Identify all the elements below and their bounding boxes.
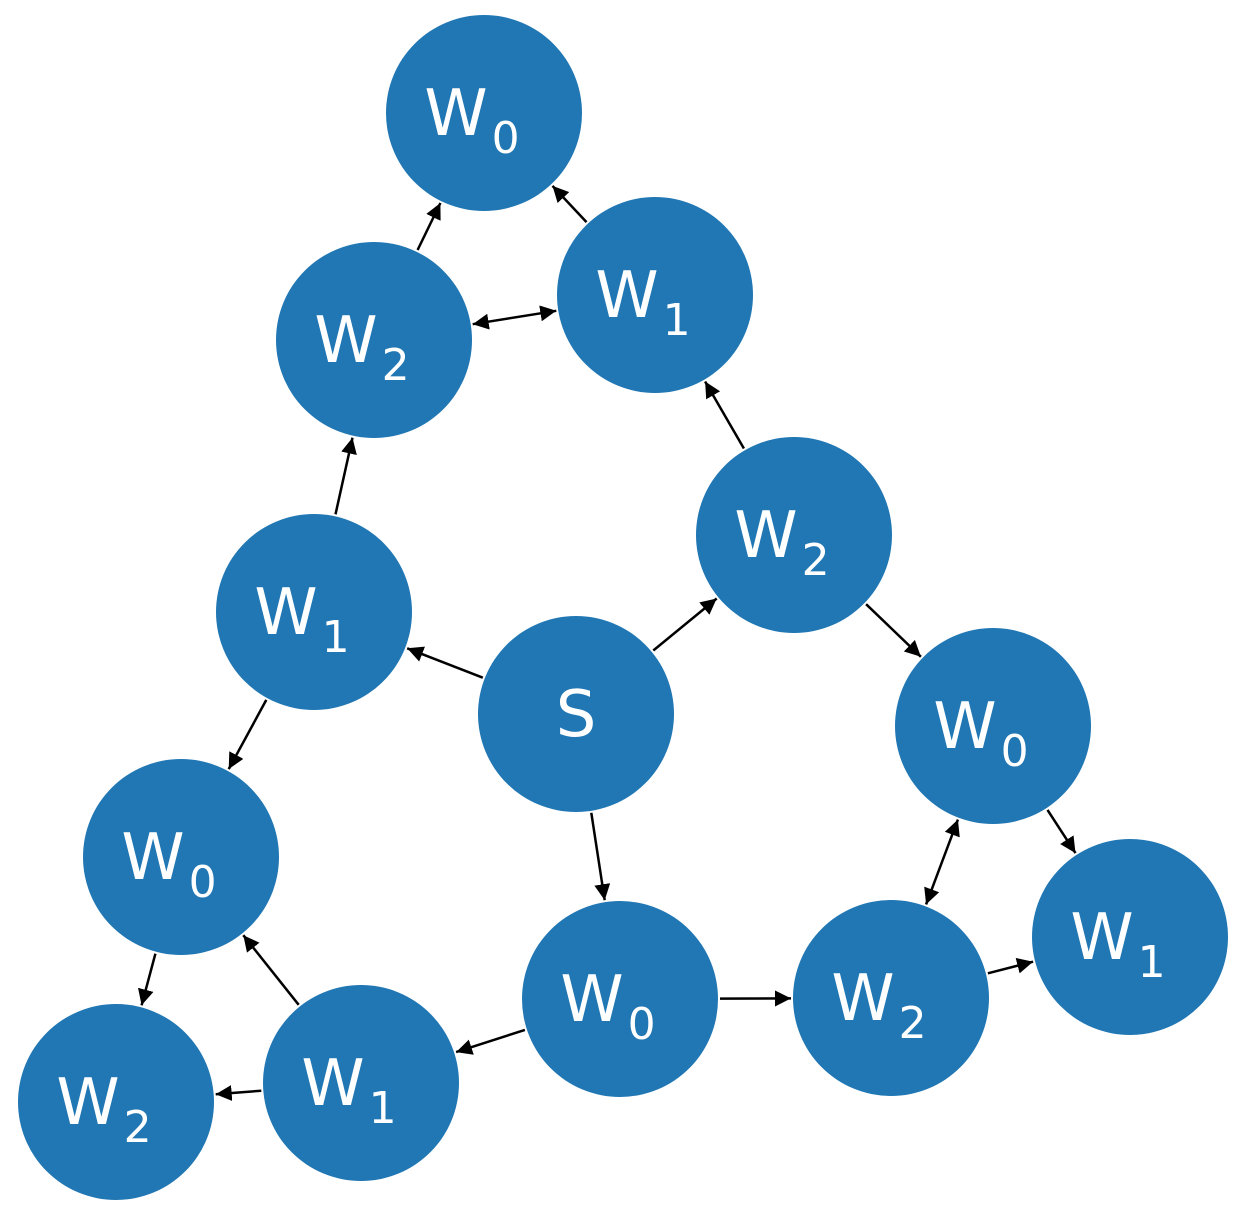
node-s: S (478, 616, 674, 812)
node-circle (696, 437, 892, 633)
node-label: W1 (1070, 901, 1165, 988)
node-circle (263, 985, 459, 1181)
node-label-base: W (254, 576, 317, 650)
edge-w0c-w1d (1046, 809, 1077, 854)
edge-w2b-w1b (704, 380, 745, 450)
node-label-base: S (556, 678, 597, 752)
node-label-base: W (121, 821, 184, 895)
node-circle (895, 628, 1091, 824)
node-label-subscript: 1 (369, 1083, 397, 1134)
node-label-subscript: 0 (189, 857, 217, 908)
node-label-base: W (933, 690, 996, 764)
edges (138, 185, 1077, 1102)
node-circle (83, 759, 279, 955)
edge-w0e-w1e (455, 1028, 526, 1055)
node-label-subscript: 2 (802, 535, 830, 586)
node-w2e: W2 (18, 1004, 214, 1200)
edge-w1e-w2e (215, 1085, 262, 1102)
node-circle (276, 242, 472, 438)
edge-w0d-w2e (138, 953, 157, 1006)
node-label: W2 (56, 1066, 151, 1153)
node-label: W0 (121, 821, 216, 908)
node-label: W1 (301, 1047, 396, 1134)
node-w1e: W1 (263, 985, 459, 1181)
node-label: W0 (560, 963, 655, 1050)
node-label-subscript: 2 (124, 1102, 152, 1153)
edge-w1c-w2a (334, 437, 357, 515)
edge-w1c-w0d (227, 699, 268, 770)
edge-w2c-w1d (987, 957, 1034, 975)
node-circle (557, 197, 753, 393)
node-label-base: W (314, 304, 377, 378)
node-label-base: W (595, 259, 658, 333)
node-circle (478, 616, 674, 812)
node-circle (386, 15, 582, 211)
edge-w2c-w0c (924, 819, 960, 905)
node-circle (216, 514, 412, 710)
node-w1c: W1 (216, 514, 412, 710)
node-label-base: W (560, 963, 623, 1037)
node-label-base: W (424, 77, 487, 151)
node-circle (522, 901, 718, 1097)
edge-w1e-w0d (242, 934, 300, 1006)
node-label: W1 (254, 576, 349, 663)
node-circle (18, 1004, 214, 1200)
node-label-base: W (56, 1066, 119, 1140)
node-w2a: W2 (276, 242, 472, 438)
node-label-subscript: 0 (492, 113, 520, 164)
node-w0a: W0 (386, 15, 582, 211)
node-w2b: W2 (696, 437, 892, 633)
edge-s-w1c (406, 646, 484, 679)
node-w0c: W0 (895, 628, 1091, 824)
edge-w2a-w0a (416, 202, 442, 251)
edge-s-w0e (590, 812, 611, 901)
edge-w2b-w0c (865, 603, 922, 658)
node-label: W2 (734, 499, 829, 586)
node-label: S (556, 678, 597, 752)
node-label: W0 (424, 77, 519, 164)
node-w0d: W0 (83, 759, 279, 955)
node-label-subscript: 0 (628, 999, 656, 1050)
node-label-subscript: 2 (899, 998, 927, 1049)
edge-w2a-w1b (472, 305, 557, 330)
node-label: W2 (831, 962, 926, 1049)
node-label-subscript: 0 (1001, 726, 1029, 777)
node-label-base: W (1070, 901, 1133, 975)
edge-w1b-w0a (551, 185, 588, 223)
node-label: W1 (595, 259, 690, 346)
node-label-subscript: 1 (1138, 937, 1166, 988)
node-label-subscript: 1 (663, 295, 691, 346)
node-label: W0 (933, 690, 1028, 777)
edge-s-w2b (652, 597, 718, 652)
node-w1d: W1 (1032, 839, 1228, 1035)
node-label-subscript: 2 (382, 340, 410, 391)
node-circle (793, 900, 989, 1096)
node-label-base: W (301, 1047, 364, 1121)
node-circle (1032, 839, 1228, 1035)
node-w0e: W0 (522, 901, 718, 1097)
node-label: W2 (314, 304, 409, 391)
node-w2c: W2 (793, 900, 989, 1096)
node-label-subscript: 1 (322, 612, 350, 663)
node-w1b: W1 (557, 197, 753, 393)
node-label-base: W (831, 962, 894, 1036)
node-label-base: W (734, 499, 797, 573)
